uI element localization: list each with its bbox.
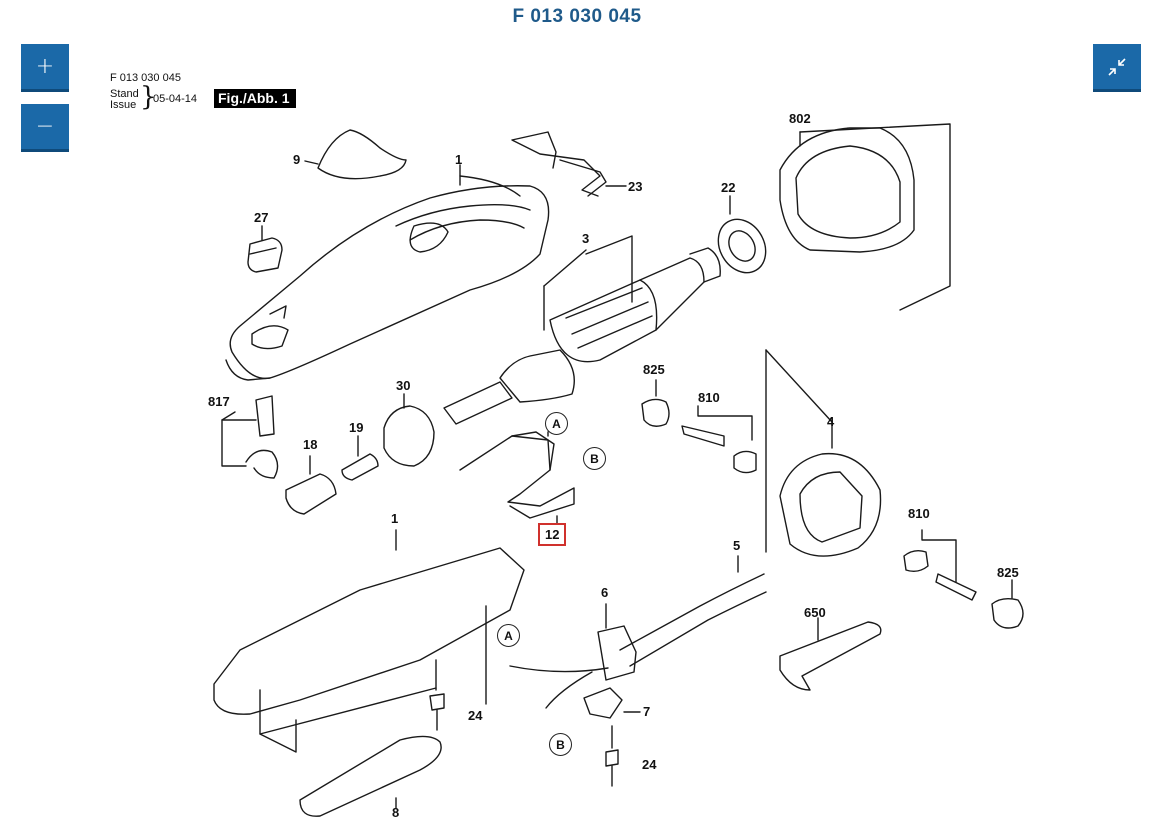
part-12-brush-holder (459, 431, 575, 525)
part-817-parts (221, 395, 279, 479)
plus-icon: + (35, 53, 55, 79)
label-part-4: 4 (827, 414, 835, 429)
document-meta: F 013 030 045 Stand Issue } 05-04-14 (110, 72, 197, 111)
part-810-825-right (903, 529, 1024, 629)
part-18-collet-nut (285, 455, 337, 515)
brace-glyph: } (140, 82, 157, 112)
label-part-22: 22 (721, 180, 736, 195)
label-part-810-right: 810 (908, 506, 930, 521)
part-650-spanner (779, 617, 882, 691)
label-part-802: 802 (789, 111, 811, 126)
figure-label: Fig./Abb. 1 (214, 89, 296, 108)
label-part-1-top: 1 (455, 152, 463, 167)
label-connector-b-bottom: B (549, 733, 572, 756)
part-3-armature (443, 235, 721, 425)
label-part-810-top: 810 (698, 390, 720, 405)
label-part-23: 23 (628, 179, 643, 194)
label-part-27: 27 (254, 210, 269, 225)
part-825-810-top (641, 379, 757, 474)
part-27-cap (247, 225, 283, 273)
label-part-825-right: 825 (997, 565, 1019, 580)
page-title: F 013 030 045 (512, 6, 642, 27)
part-9-pad (304, 129, 407, 180)
issue-label: Issue (110, 99, 137, 111)
label-part-30: 30 (396, 378, 411, 393)
part-8-foot-pad (299, 735, 442, 817)
part-24-screws (429, 693, 619, 787)
label-part-19: 19 (349, 420, 364, 435)
label-connector-a-top: A (545, 412, 568, 435)
collapse-arrows-icon (1108, 57, 1126, 76)
part-19-collet (341, 435, 379, 481)
label-part-7: 7 (643, 704, 651, 719)
label-part-5: 5 (733, 538, 741, 553)
part-7-clamp (583, 687, 641, 719)
part-1-upper-housing (225, 164, 550, 381)
label-part-3: 3 (582, 231, 590, 246)
issue-date: 05-04-14 (153, 93, 198, 105)
label-part-1-bottom: 1 (391, 511, 399, 526)
part-5-6-cord (509, 555, 767, 709)
label-part-650: 650 (804, 605, 826, 620)
label-connector-b-top: B (583, 447, 606, 470)
label-part-24-bottom: 24 (642, 757, 657, 772)
label-part-817: 817 (208, 394, 230, 409)
label-part-9: 9 (293, 152, 301, 167)
part-23-wire-clip (511, 131, 627, 197)
stand-label: Stand (110, 88, 139, 100)
part-22-bearing (717, 195, 767, 274)
part-4-end-shield (765, 349, 882, 557)
part-30-end-cap (383, 393, 435, 467)
doc-code: F 013 030 045 (110, 72, 181, 84)
label-connector-a-bottom: A (497, 624, 520, 647)
zoom-out-button[interactable]: − (21, 104, 69, 152)
label-part-24-left: 24 (468, 708, 483, 723)
minus-icon: − (35, 113, 55, 139)
fullscreen-toggle-button[interactable] (1093, 44, 1141, 92)
label-part-12-highlighted[interactable]: 12 (538, 523, 567, 546)
zoom-in-button[interactable]: + (21, 44, 69, 92)
label-part-18: 18 (303, 437, 318, 452)
label-part-6: 6 (601, 585, 609, 600)
label-part-825-top: 825 (643, 362, 665, 377)
part-1-lower-housing (213, 529, 525, 753)
part-802-field-coil (779, 123, 951, 311)
label-part-8: 8 (392, 805, 400, 820)
